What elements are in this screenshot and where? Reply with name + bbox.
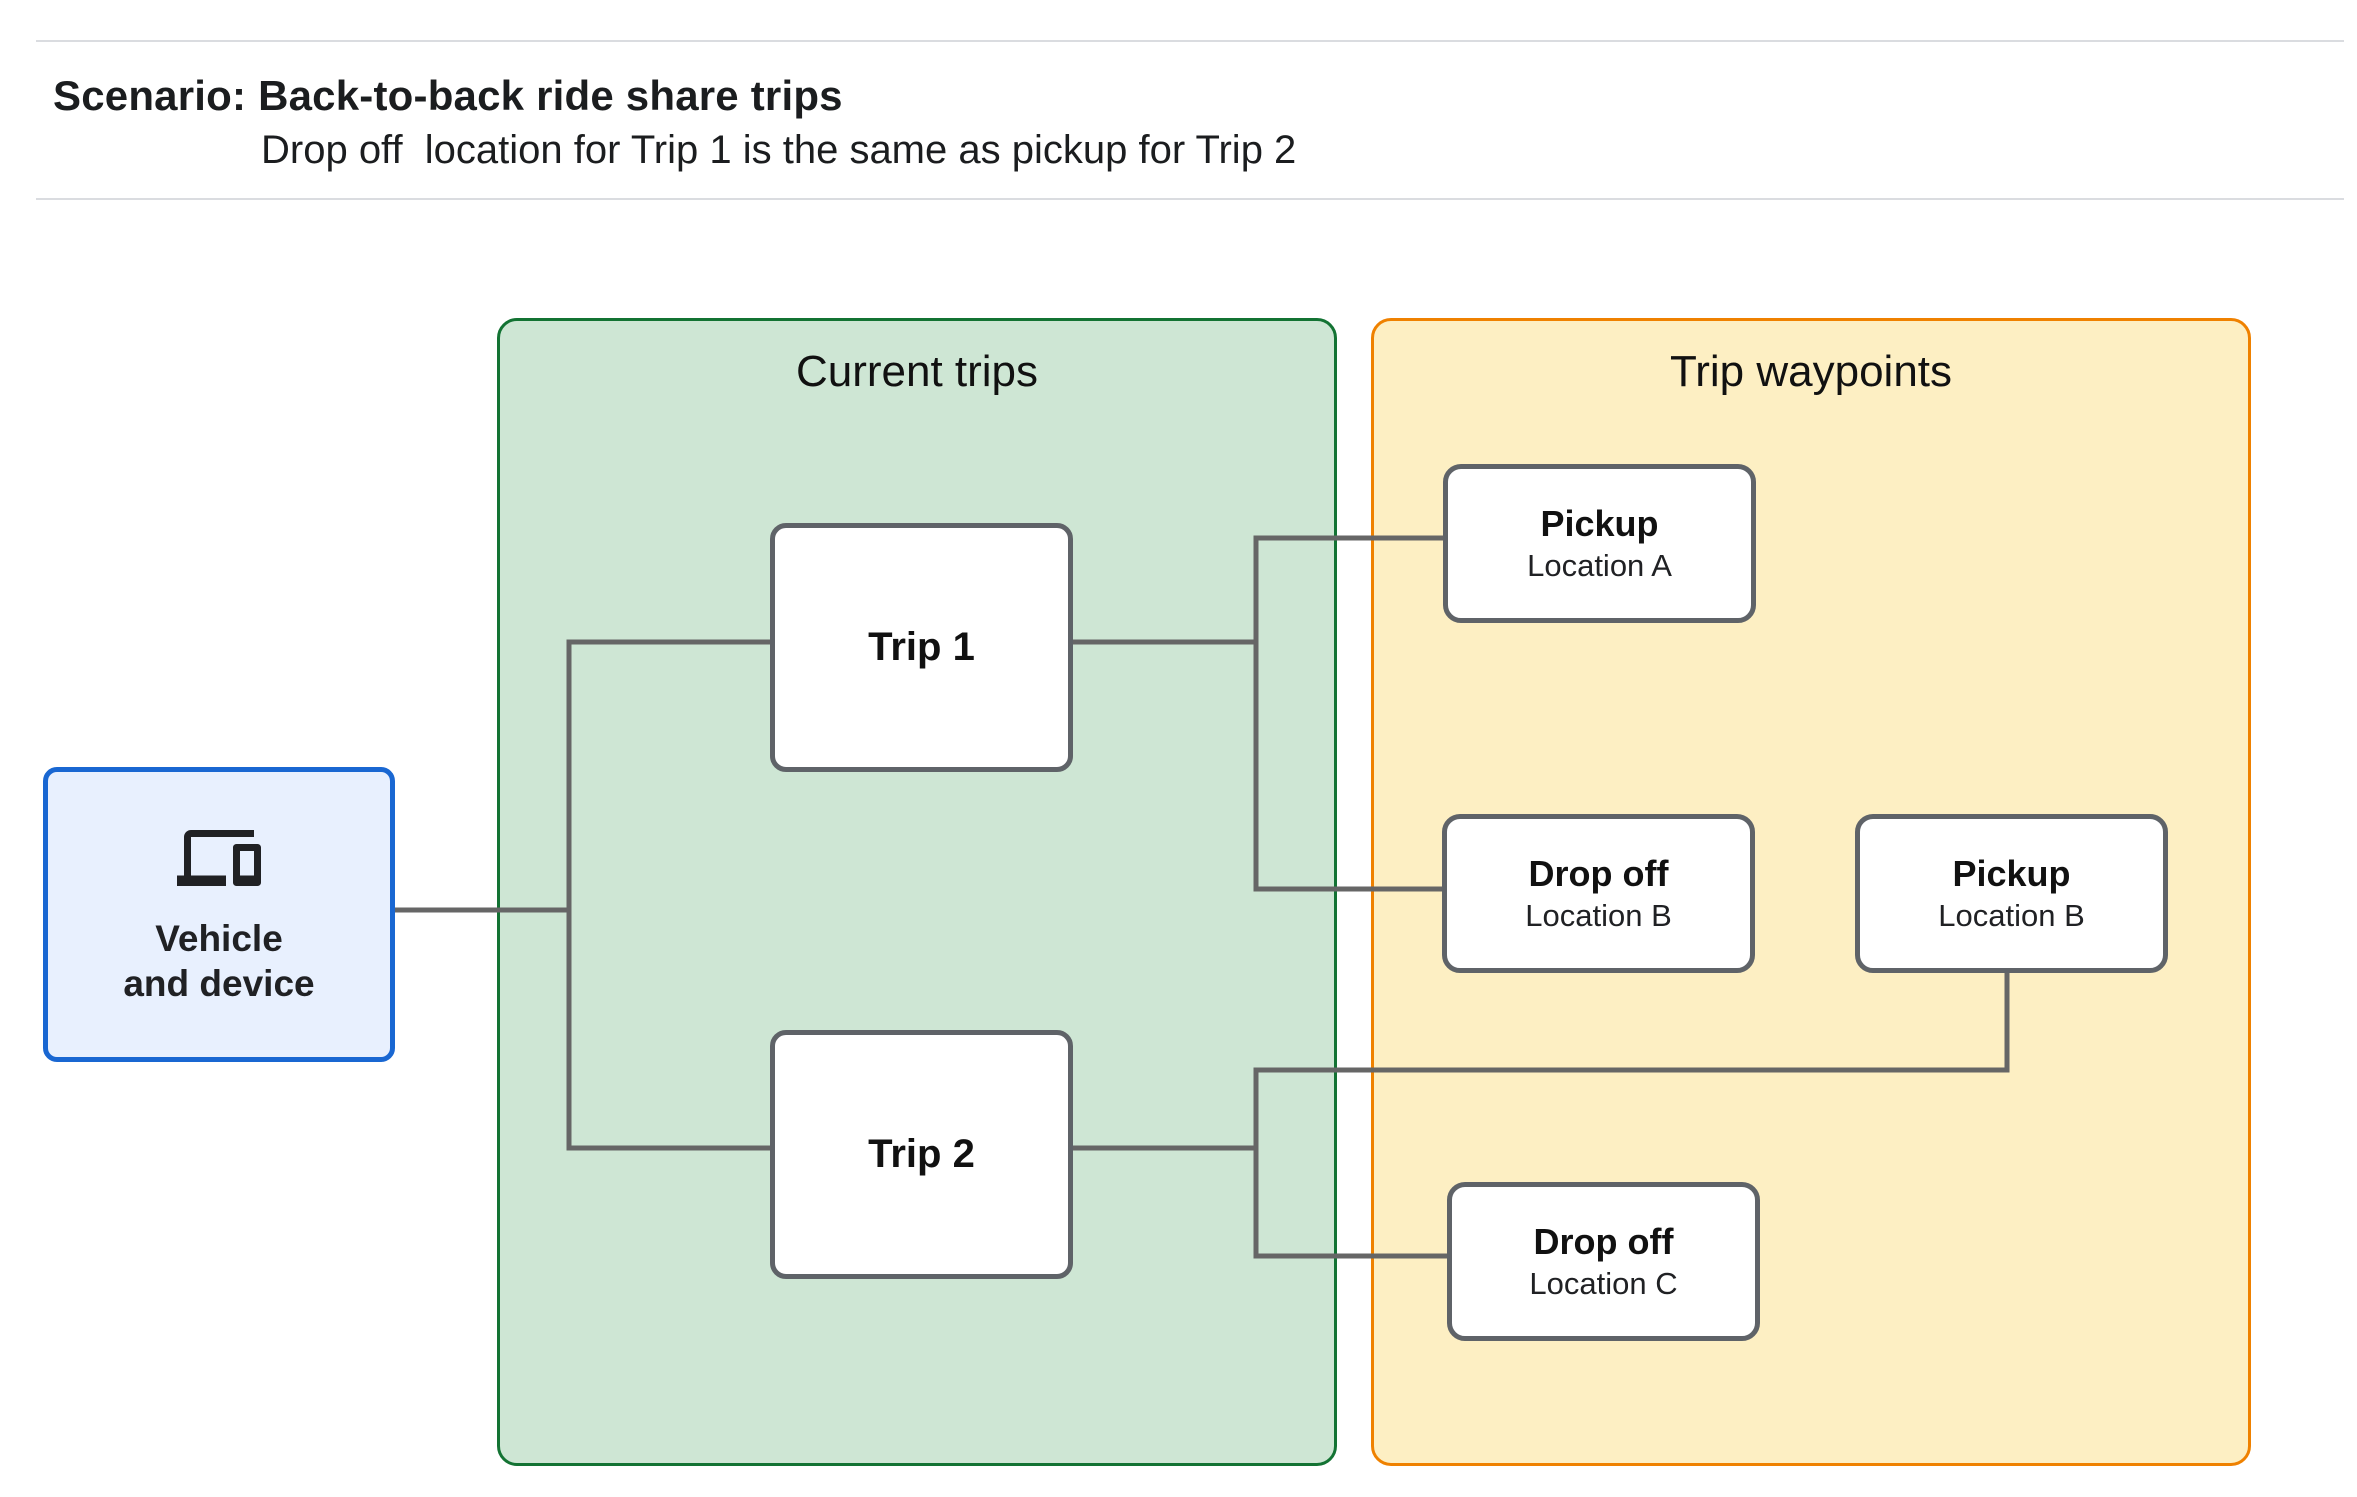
pickup-b-subtitle: Location B — [1938, 897, 2085, 933]
trip-2-label: Trip 2 — [868, 1132, 975, 1176]
devices-icon — [177, 826, 261, 890]
node-pickup-location-a: Pickup Location A — [1443, 464, 1756, 623]
panel-trip-waypoints-title: Trip waypoints — [1669, 347, 1953, 396]
connector-trip2-dropoffc — [1253, 963, 2010, 1259]
vehicle-device-node: Vehicle and device — [43, 767, 395, 1062]
vehicle-device-label-line1: Vehicle — [155, 917, 283, 959]
dropoff-b-subtitle: Location B — [1525, 897, 1672, 933]
vehicle-device-label-line2: and device — [123, 962, 315, 1004]
node-pickup-location-b: Pickup Location B — [1855, 814, 2168, 973]
dropoff-c-title: Drop off — [1533, 1220, 1674, 1262]
node-trip-2: Trip 2 — [770, 1030, 1073, 1279]
node-trip-1: Trip 1 — [770, 523, 1073, 772]
connector-trip1-split — [1253, 535, 1443, 892]
page-subtitle: Drop off location for Trip 1 is the same… — [261, 128, 1297, 172]
trip-1-label: Trip 1 — [868, 625, 975, 669]
pickup-a-title: Pickup — [1540, 502, 1659, 544]
dropoff-b-title: Drop off — [1528, 852, 1669, 894]
node-dropoff-location-c: Drop off Location C — [1447, 1182, 1760, 1341]
page-title: Scenario: Back-to-back ride share trips — [53, 72, 843, 119]
divider-bottom — [36, 198, 2344, 200]
panel-current-trips-title: Current trips — [795, 347, 1039, 396]
pickup-b-title: Pickup — [1952, 852, 2071, 894]
node-dropoff-location-b: Drop off Location B — [1442, 814, 1755, 973]
pickup-a-subtitle: Location A — [1527, 547, 1672, 583]
dropoff-c-subtitle: Location C — [1529, 1265, 1678, 1301]
connector-vehicle-split — [566, 639, 770, 1151]
divider-top — [36, 40, 2344, 42]
